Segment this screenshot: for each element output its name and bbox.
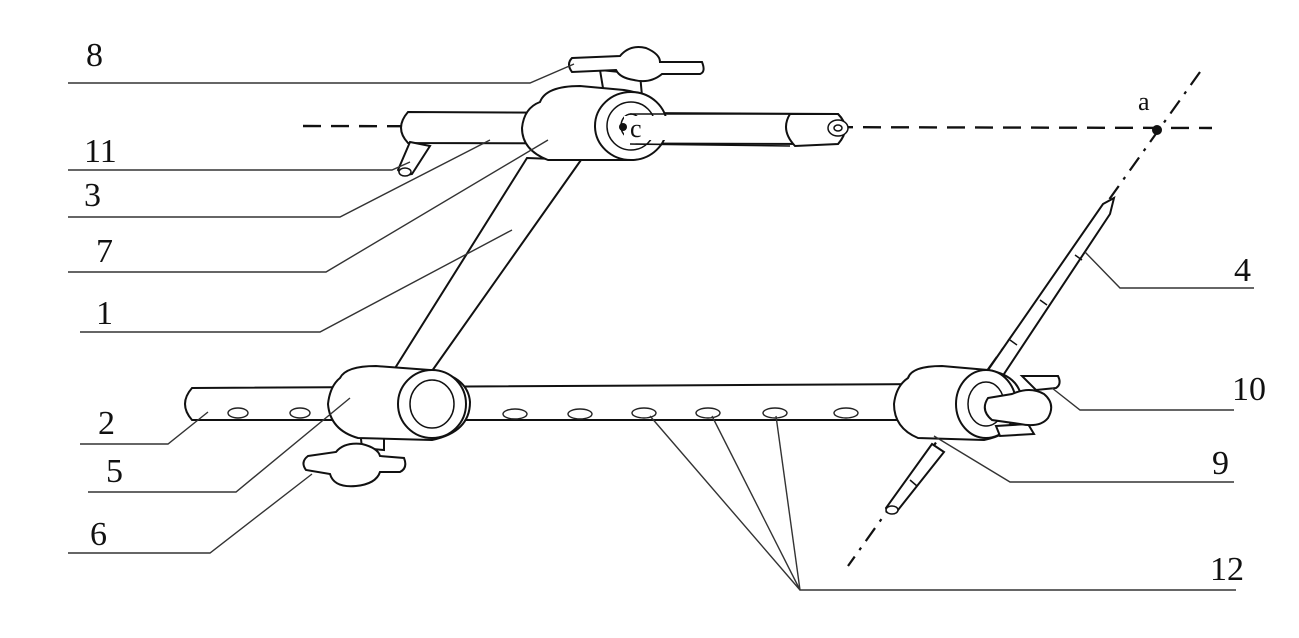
- point-c-label: c: [630, 114, 642, 143]
- label-6: 6: [90, 516, 107, 553]
- label-11: 11: [84, 133, 117, 170]
- oblique-pin: [884, 196, 1116, 515]
- bottom-rod: [184, 382, 931, 421]
- label-7: 7: [96, 233, 113, 270]
- leader-8: [68, 63, 575, 84]
- leader-11: [68, 161, 411, 171]
- leader-3: [68, 139, 491, 218]
- label-1: 1: [96, 295, 113, 332]
- label-10: 10: [1232, 371, 1266, 408]
- point-a-marker: [1152, 125, 1162, 135]
- strut-rod: [390, 156, 583, 380]
- label-8: 8: [86, 37, 103, 74]
- leader-7: [68, 139, 549, 273]
- leader-9: [933, 435, 1234, 483]
- leader-1: [80, 229, 513, 333]
- label-3: 3: [84, 177, 101, 214]
- point-c-marker: [619, 123, 627, 131]
- upper-clamp: [520, 46, 791, 161]
- leader-5: [88, 397, 351, 493]
- right-lower-clamp: [892, 364, 1061, 442]
- label-9: 9: [1212, 445, 1229, 482]
- leader-12-b: [711, 415, 801, 591]
- label-12: 12: [1210, 551, 1244, 588]
- label-4: 4: [1234, 252, 1251, 289]
- leader-6: [68, 473, 313, 554]
- point-a-label: a: [1138, 87, 1150, 116]
- leader-12-c: [775, 415, 801, 591]
- top-rod: [396, 110, 849, 177]
- leader-2: [80, 411, 209, 445]
- leader-10: [1051, 387, 1234, 411]
- label-2: 2: [98, 405, 115, 442]
- left-lower-clamp: [302, 364, 472, 488]
- label-5: 5: [106, 453, 123, 490]
- leader-4: [1084, 251, 1254, 289]
